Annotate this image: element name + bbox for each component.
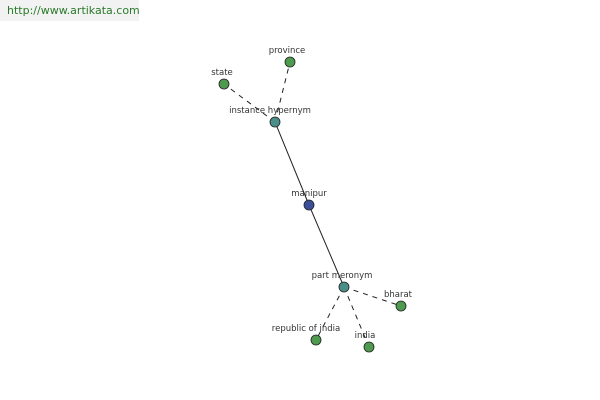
node-province-label: province (269, 46, 306, 56)
edge-instance-hypernym-to-province (274, 61, 291, 123)
edges-layer (223, 61, 402, 348)
node-republic-of-india[interactable]: republic of india (272, 324, 340, 346)
node-instance-hypernym-label: instance hypernym (229, 106, 311, 116)
node-republic-of-india-label: republic of india (272, 324, 340, 334)
node-bharat[interactable]: bharat (384, 290, 413, 312)
edge-manipur-to-part-meronym (308, 204, 345, 288)
node-manipur-dot[interactable] (303, 199, 315, 211)
node-india-dot[interactable] (363, 341, 375, 353)
node-instance-hypernym[interactable]: instance hypernym (229, 106, 311, 128)
node-india[interactable]: india (355, 331, 376, 353)
nodes-layer: manipur instance hypernym part meronym prov… (211, 46, 413, 353)
edge-part-meronym-to-india (343, 286, 370, 348)
node-state-dot[interactable] (218, 78, 230, 90)
node-part-meronym-dot[interactable] (338, 281, 350, 293)
node-province-dot[interactable] (284, 56, 296, 68)
node-state-label: state (211, 68, 233, 78)
node-manipur[interactable]: manipur (291, 189, 327, 211)
edge-part-meronym-to-bharat (343, 286, 402, 307)
node-republic-of-india-dot[interactable] (310, 334, 322, 346)
node-bharat-label: bharat (384, 290, 413, 300)
node-part-meronym[interactable]: part meronym (312, 271, 373, 293)
node-india-label: india (355, 331, 376, 341)
edge-manipur-to-instance-hypernym (274, 121, 310, 206)
node-manipur-label: manipur (291, 189, 327, 199)
site-url-banner[interactable]: http://www.artikata.com (0, 0, 140, 21)
node-province[interactable]: province (269, 46, 306, 68)
node-instance-hypernym-dot[interactable] (269, 116, 281, 128)
node-state[interactable]: state (211, 68, 233, 90)
node-part-meronym-label: part meronym (312, 271, 373, 281)
node-bharat-dot[interactable] (395, 300, 407, 312)
edge-instance-hypernym-to-state (223, 83, 276, 123)
